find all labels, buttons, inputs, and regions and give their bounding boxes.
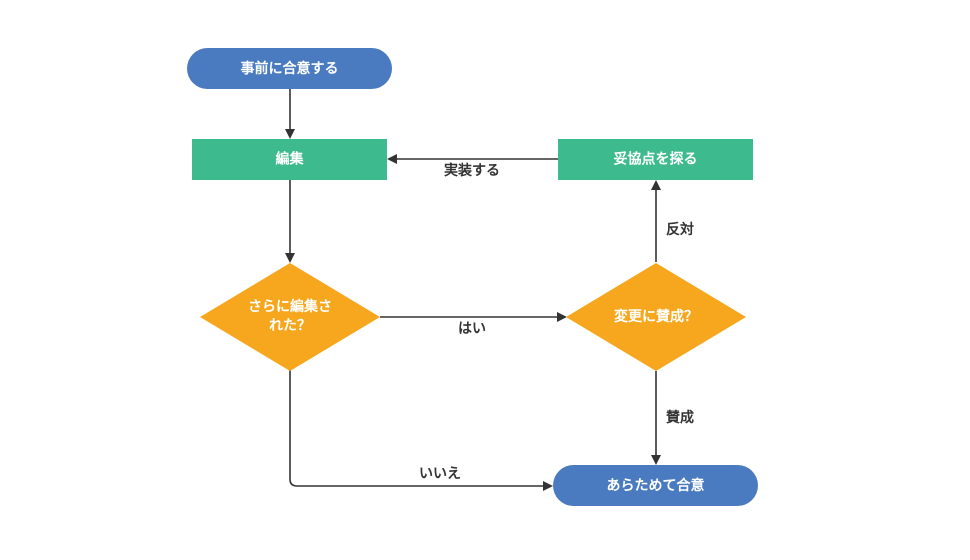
edges — [285, 89, 661, 491]
edit-process-shape — [192, 139, 387, 180]
node-more-edits: さらに編集さ れた？ — [200, 263, 380, 371]
node-compromise: 妥協点を探る — [558, 139, 753, 180]
more-edits-label-line2: れた？ — [269, 318, 311, 334]
edge-label-oppose: 反対 — [666, 221, 694, 238]
end-terminal-shape — [553, 465, 758, 506]
start-label: 事前に合意する — [241, 60, 339, 77]
more-edits-decision-shape — [200, 263, 380, 371]
start-terminal-shape — [187, 48, 392, 89]
edge-labels: 実装する はい いいえ 反対 賛成 — [419, 162, 694, 482]
edge-label-approve: 賛成 — [666, 409, 694, 426]
node-edit: 編集 — [192, 139, 387, 180]
node-agree-change: 変更に賛成？ — [566, 263, 746, 371]
agree-change-label: 変更に賛成？ — [614, 308, 698, 325]
more-edits-label-line1: さらに編集さ — [248, 298, 332, 315]
edit-label: 編集 — [276, 151, 305, 168]
edge-more-edits-to-end — [289, 370, 553, 491]
edge-label-yes: はい — [458, 321, 486, 337]
agree-change-decision-shape — [566, 263, 746, 371]
end-label: あらためて合意 — [607, 477, 705, 494]
node-start: 事前に合意する — [187, 48, 392, 89]
edge-label-implement: 実装する — [444, 162, 500, 179]
compromise-process-shape — [558, 139, 753, 180]
compromise-label: 妥協点を探る — [614, 151, 698, 168]
node-end: あらためて合意 — [553, 465, 758, 506]
edge-label-no: いいえ — [419, 466, 461, 482]
